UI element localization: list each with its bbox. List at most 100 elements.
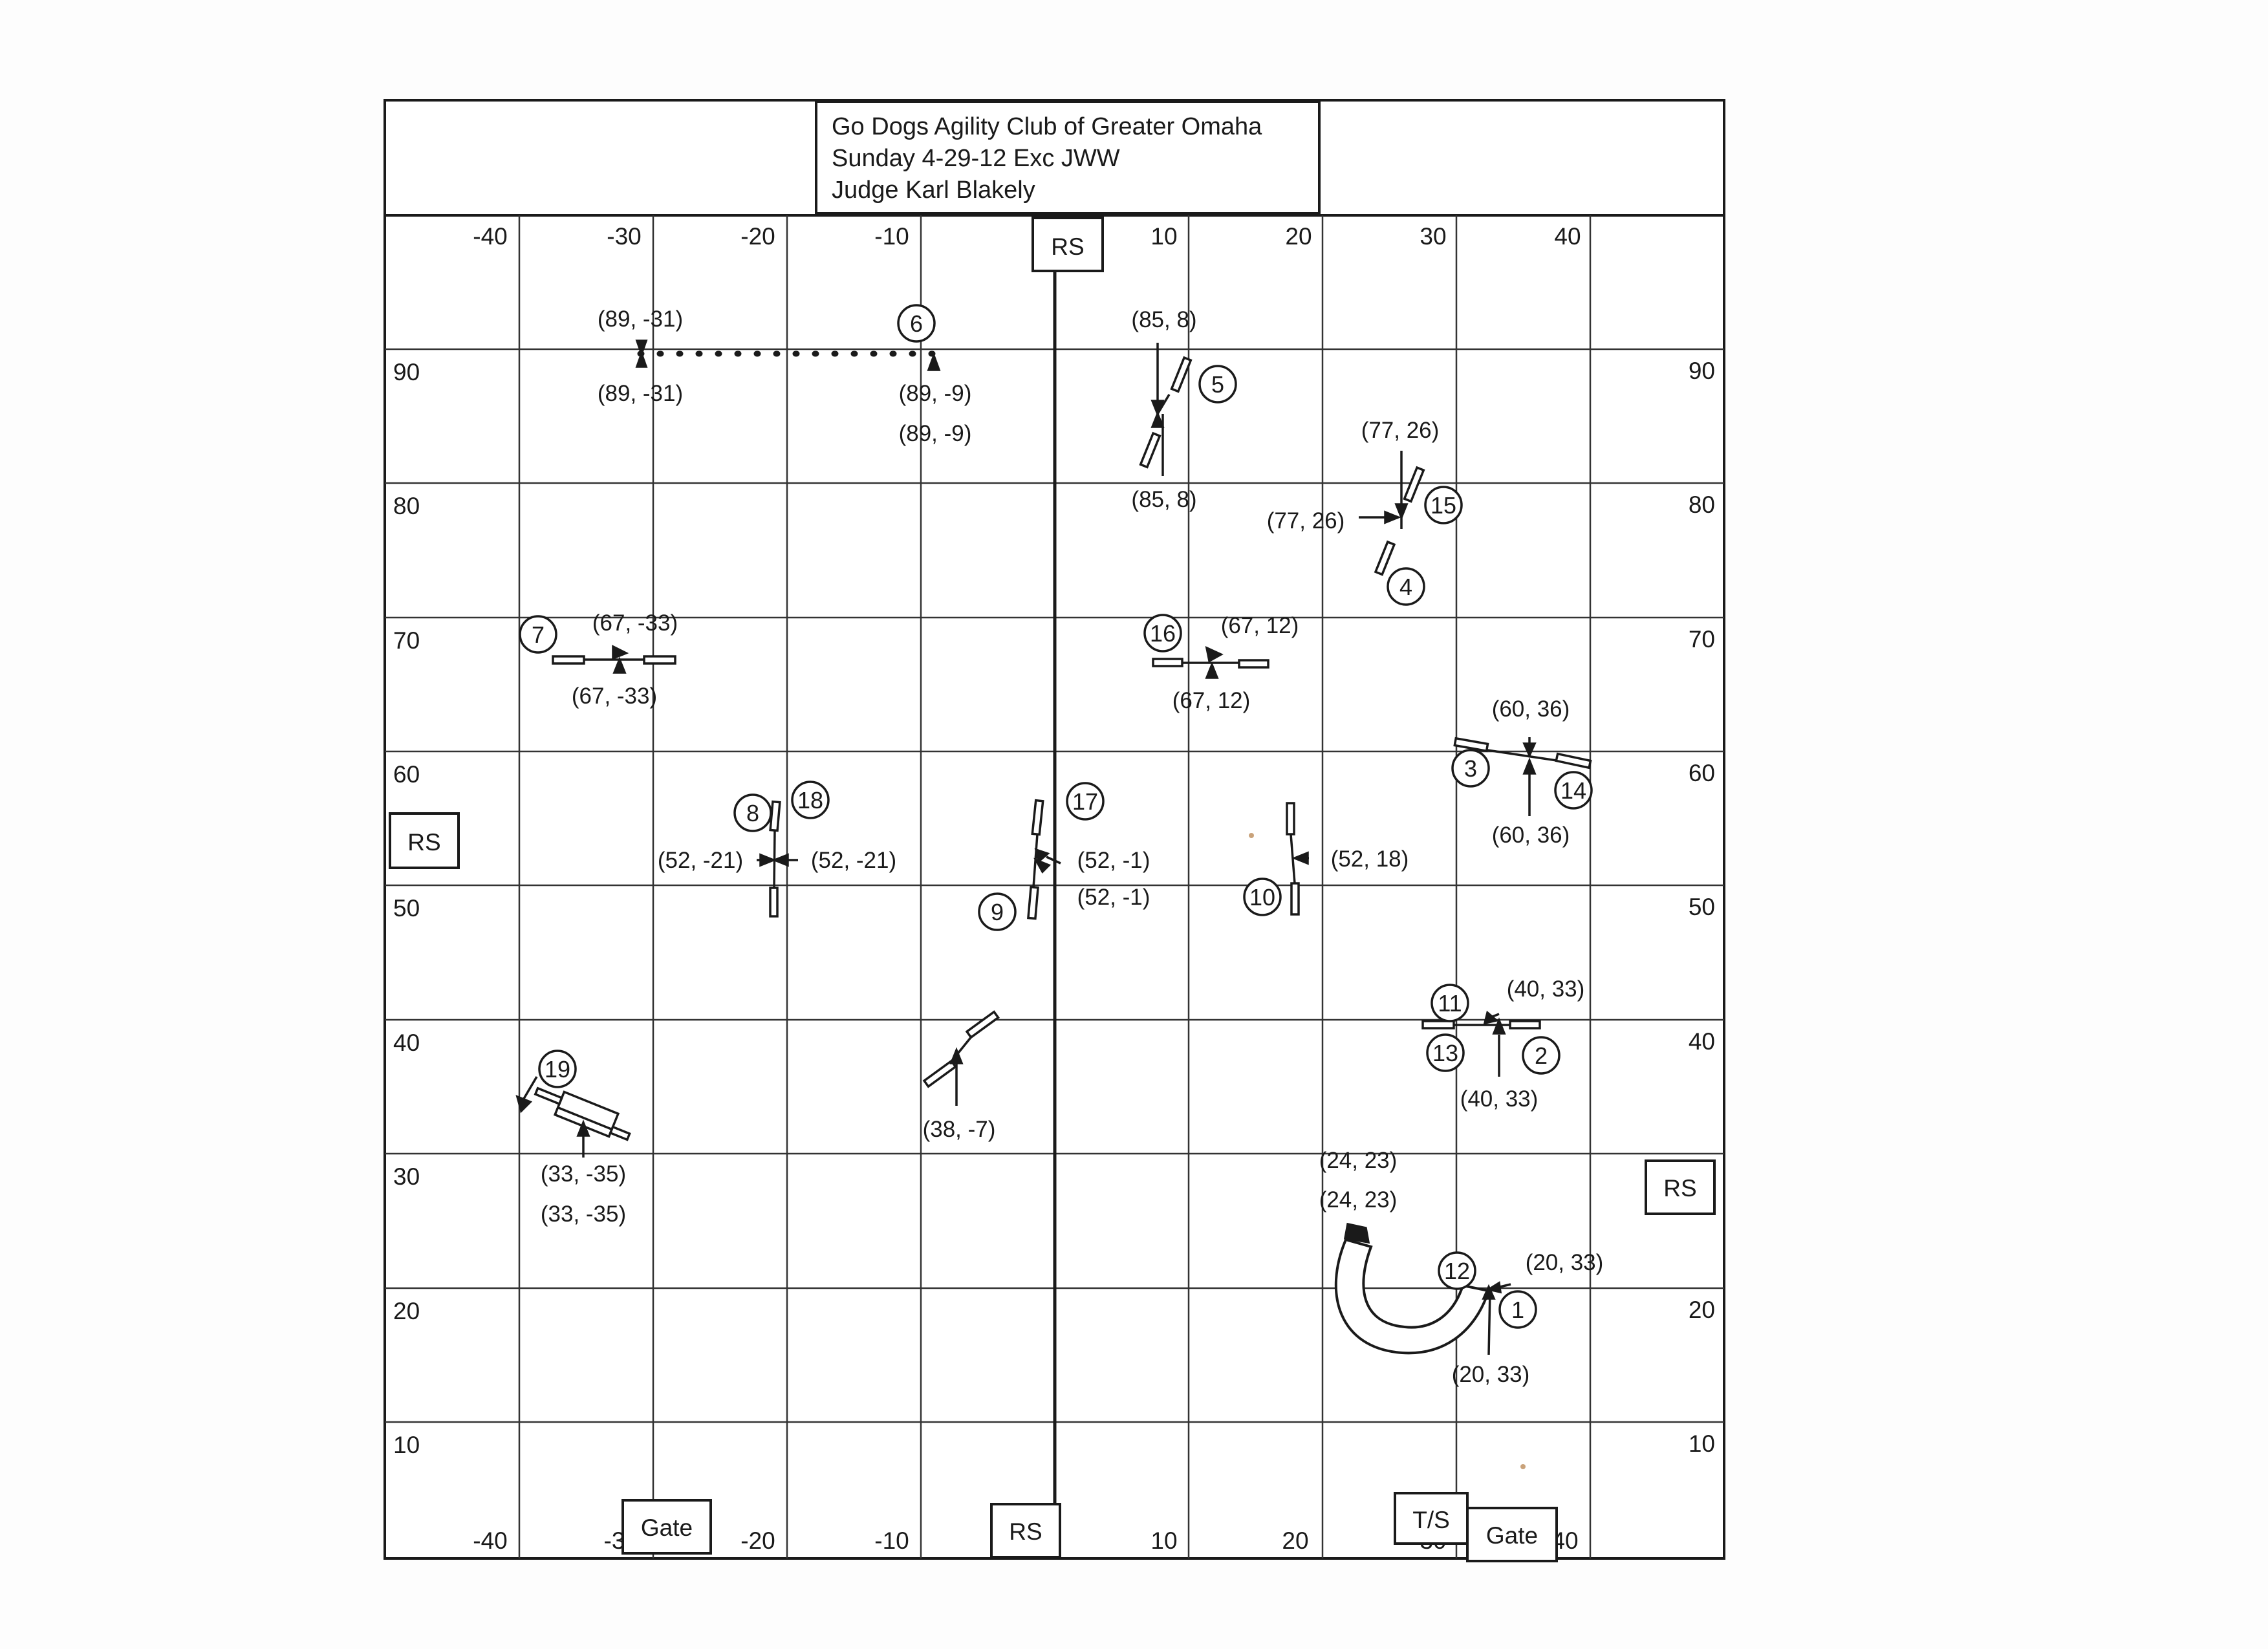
y-label-left: 90: [393, 359, 420, 385]
obstacle-number-circle: [1424, 486, 1463, 524]
x-label-top: 40: [1554, 223, 1581, 250]
stray-mark: [1520, 1464, 1526, 1469]
title-line-1: Go Dogs Agility Club of Greater Omaha: [832, 113, 1262, 140]
obstacle-number-circle: [1243, 878, 1282, 916]
coord-label: (89, -9): [899, 421, 972, 446]
obstacle-shapes: [515, 339, 1592, 1469]
jump-7-wing-b: [643, 655, 676, 665]
x-label-top: 30: [1420, 223, 1446, 250]
x-label-top: -40: [473, 223, 507, 250]
obstacle-number: 11: [1438, 990, 1462, 1017]
x-label-bottom: 10: [1150, 1527, 1177, 1554]
y-label-left: 80: [393, 493, 420, 519]
jump-10-wing-a: [1286, 802, 1295, 835]
tire-19-wing-a: [534, 1086, 563, 1106]
obstacle-number-circle: [1498, 1290, 1537, 1329]
obstacle-number-circle: [1066, 782, 1105, 821]
obstacle-number: 5: [1211, 371, 1224, 398]
coord-label: (67, -33): [592, 610, 678, 636]
coord-label: (33, -35): [541, 1202, 626, 1227]
x-label-bottom: -20: [740, 1527, 775, 1554]
obstacle-number-circle: [1522, 1036, 1561, 1075]
coord-label: (24, 23): [1319, 1187, 1398, 1212]
obstacle-number: 1: [1511, 1297, 1524, 1323]
obstacle-number: 16: [1150, 620, 1176, 647]
obstacle-number-circle: [897, 304, 936, 343]
y-label-left: 40: [393, 1029, 420, 1056]
jump-17-wing: [1031, 799, 1044, 836]
title-box: [815, 100, 1321, 215]
coord-label: (89, -31): [598, 381, 683, 406]
obstacle-number: 17: [1072, 788, 1098, 815]
obstacle-number-circle: [1554, 771, 1593, 810]
rs-box-bottom: [990, 1503, 1061, 1558]
coord-label: (38, -7): [923, 1117, 996, 1142]
jump-10-wing-b: [1290, 882, 1300, 916]
x-label-bottom: 20: [1282, 1527, 1308, 1554]
coord-label: (52, -21): [658, 848, 743, 873]
coord-label: (40, 33): [1507, 976, 1585, 1002]
obstacle-number-circle: [1387, 567, 1425, 606]
obstacle-number-circle: [1426, 1033, 1465, 1072]
obstacle-number: 4: [1399, 574, 1412, 600]
obstacle-number-circle: [1143, 614, 1182, 652]
rs-box-bottom-label: RS: [1009, 1518, 1042, 1545]
y-label-left: 30: [393, 1163, 420, 1190]
y-label-left: 10: [393, 1432, 420, 1458]
jump-14-wing: [1555, 752, 1592, 770]
coord-label: (60, 36): [1492, 823, 1570, 848]
y-label-right: 40: [1689, 1028, 1715, 1055]
rs-box-left-label: RS: [407, 829, 440, 856]
y-label-left: 60: [393, 761, 420, 788]
obstacle-number-circle: [1438, 1251, 1476, 1290]
y-label-right: 80: [1689, 491, 1715, 518]
obstacle-number-circle: [1198, 365, 1237, 404]
coord-label: (52, 18): [1331, 846, 1409, 872]
obstacle-number: 12: [1444, 1258, 1470, 1284]
gate-box-right: [1466, 1507, 1558, 1562]
y-label-left: 20: [393, 1298, 420, 1324]
x-label-top: 20: [1285, 223, 1312, 250]
gate-box-left-label: Gate: [641, 1514, 693, 1541]
coord-label: (85, 8): [1131, 307, 1196, 332]
coord-label: (20, 33): [1526, 1250, 1604, 1275]
jump-38-wing-b: [965, 1010, 1000, 1039]
x-label-bottom: -40: [473, 1527, 507, 1554]
y-label-right: 70: [1689, 626, 1715, 652]
coord-label: (40, 33): [1460, 1086, 1539, 1112]
obstacle-number-circle: [978, 892, 1017, 931]
y-label-right: 50: [1689, 894, 1715, 920]
obstacle-number: 3: [1464, 755, 1477, 782]
x-label-top: -20: [740, 223, 775, 250]
x-label-bottom: -10: [874, 1527, 909, 1554]
obstacle-number-circle: [733, 793, 772, 832]
jump-2-wing: [1509, 1020, 1541, 1029]
jump-5-wing-b: [1139, 431, 1161, 469]
jump-4-wing: [1374, 540, 1396, 576]
obstacle-numbers: [519, 304, 1593, 1329]
obstacle-number: 2: [1535, 1042, 1548, 1069]
coord-label: (85, 8): [1131, 487, 1196, 512]
ts-box-label: T/S: [1412, 1507, 1450, 1533]
coord-label: (33, -35): [541, 1161, 626, 1187]
rs-box-left: [389, 812, 460, 869]
coord-label: (67, 12): [1172, 688, 1251, 713]
x-label-top: -30: [607, 223, 641, 250]
obstacle-number: 8: [746, 800, 759, 826]
gate-box-right-label: Gate: [1486, 1522, 1538, 1549]
coord-label: (52, -1): [1077, 848, 1150, 873]
obstacle-number-circle: [1451, 749, 1490, 788]
title-line-3: Judge Karl Blakely: [832, 177, 1035, 204]
coord-label: (77, 26): [1361, 418, 1440, 443]
jump-5-wing-a: [1170, 356, 1193, 393]
jump-9-wing: [1027, 885, 1039, 920]
jump-3-wing: [1453, 737, 1489, 753]
jump-7-wing-a: [552, 655, 585, 665]
obstacle-number: 15: [1431, 492, 1456, 519]
coord-label: (89, -31): [598, 307, 683, 332]
obstacle-number: 9: [991, 899, 1004, 925]
coord-label: (52, -1): [1077, 885, 1150, 910]
title-line-2: Sunday 4-29-12 Exc JWW: [832, 145, 1120, 172]
obstacle-number-circle: [1431, 984, 1469, 1022]
